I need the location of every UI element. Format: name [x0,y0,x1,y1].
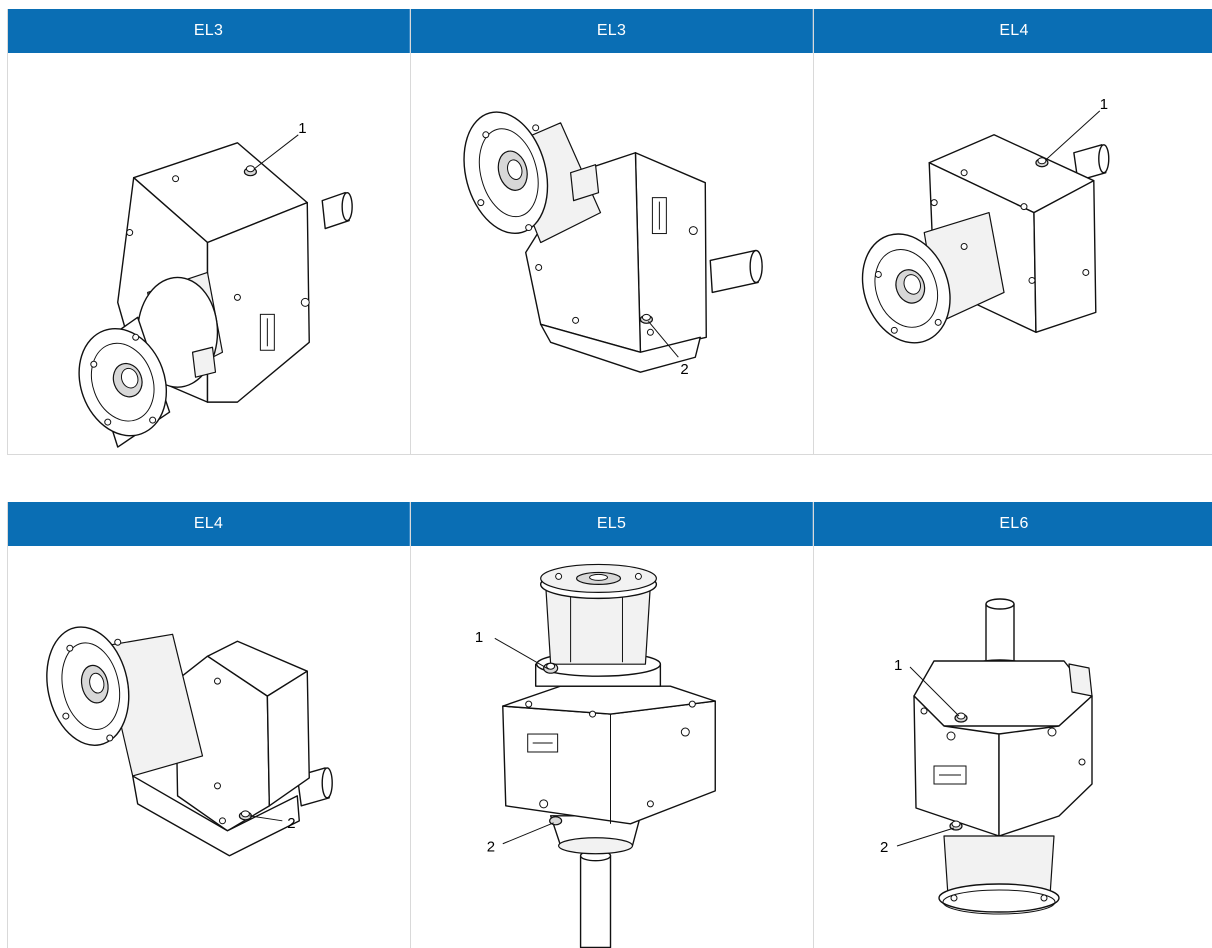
image-table-row-1: EL3 [7,9,1212,455]
callout-1: 1 [475,629,483,646]
cell-el6: EL6 [814,502,1212,948]
cell-el4-a: EL4 [814,9,1212,454]
gearbox-el3-a-drawing: 1 [78,120,353,448]
callout-1: 1 [894,657,902,674]
callout-2: 2 [680,361,688,378]
cell-el3-b: EL3 [411,9,814,454]
cell-header: EL3 [411,9,813,53]
cell-header: EL4 [8,502,410,546]
callout-1: 1 [298,120,306,137]
gearbox-illustration: 1 [8,53,410,454]
cell-header: EL6 [814,502,1212,546]
gearbox-el6-drawing: 1 2 [880,598,1093,915]
callout-2: 2 [287,815,295,832]
callout-1: 1 [1100,96,1108,113]
gearbox-illustration: 2 [8,546,410,948]
cell-header: EL4 [814,9,1212,53]
callout-2: 2 [880,839,888,856]
gearbox-illustration: 1 2 [814,546,1212,948]
gearbox-el5-drawing: 1 2 [475,563,716,948]
gearbox-illustration: 1 [814,53,1212,454]
cell-el4-b: EL4 [8,502,411,948]
gearbox-illustration: 1 2 [411,546,813,948]
cell-header: EL5 [411,502,813,546]
image-table-row-2: EL4 [7,502,1212,948]
cell-header: EL3 [8,9,410,53]
gearbox-el3-b-drawing: 2 [463,111,763,378]
gearbox-el4-b-drawing: 2 [46,626,333,857]
gearbox-el4-a-drawing: 1 [861,96,1110,344]
gearbox-illustration: 2 [411,53,813,454]
cell-el3-a: EL3 [8,9,411,454]
callout-2: 2 [487,839,495,856]
cell-el5: EL5 [411,502,814,948]
